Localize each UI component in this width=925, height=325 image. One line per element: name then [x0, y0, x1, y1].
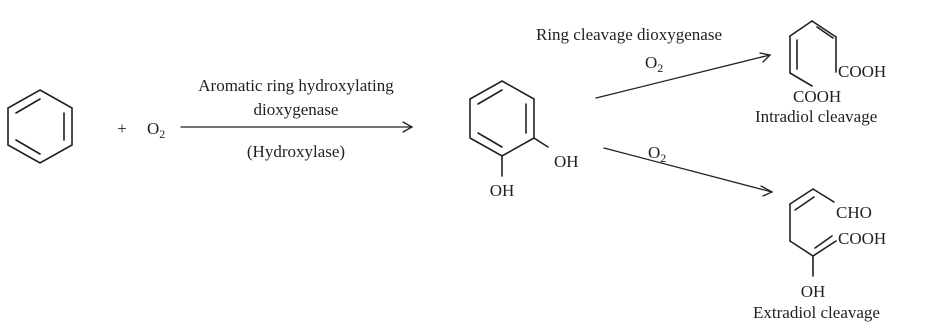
intradiol-arrow	[595, 52, 772, 99]
oxygen-subscript: 2	[660, 151, 666, 165]
benzene-structure	[7, 89, 73, 164]
catechol-oh-bottom: OH	[490, 181, 515, 200]
oxygen-intradiol-label: O2	[645, 53, 663, 75]
oxygen-symbol: O	[648, 143, 660, 162]
oxygen-symbol: O	[645, 53, 657, 72]
oxygen-extradiol-label: O2	[648, 143, 666, 165]
intradiol-cleavage-caption: Intradiol cleavage	[755, 107, 877, 126]
intradiol-cooh-lower: COOH	[793, 87, 841, 106]
hydroxylase-label-line2: dioxygenase	[254, 100, 339, 119]
plus-sign: +	[117, 119, 127, 138]
ring-cleavage-enzyme-label: Ring cleavage dioxygenase	[536, 25, 722, 44]
extradiol-oh-group: OH	[801, 282, 826, 301]
muconic-acid-structure	[789, 20, 837, 87]
oxygen-reactant-label: O2	[147, 119, 165, 141]
oxygen-subscript: 2	[657, 61, 663, 75]
extradiol-arrow	[603, 147, 774, 197]
extradiol-cho-group: CHO	[836, 203, 872, 222]
extradiol-cooh-group: COOH	[838, 229, 886, 248]
hydroxylase-label-line1: Aromatic ring hydroxylating	[198, 76, 394, 95]
oxygen-symbol: O	[147, 119, 159, 138]
intradiol-cooh-upper: COOH	[838, 62, 886, 81]
hydroxymuconic-semialdehyde-structure	[789, 188, 837, 277]
catechol-structure	[469, 80, 549, 177]
hydroxylase-label-below: (Hydroxylase)	[247, 142, 345, 161]
hydroxylation-arrow	[180, 121, 414, 133]
catechol-oh-right: OH	[554, 152, 579, 171]
oxygen-subscript: 2	[159, 127, 165, 141]
extradiol-cleavage-caption: Extradiol cleavage	[753, 303, 880, 322]
